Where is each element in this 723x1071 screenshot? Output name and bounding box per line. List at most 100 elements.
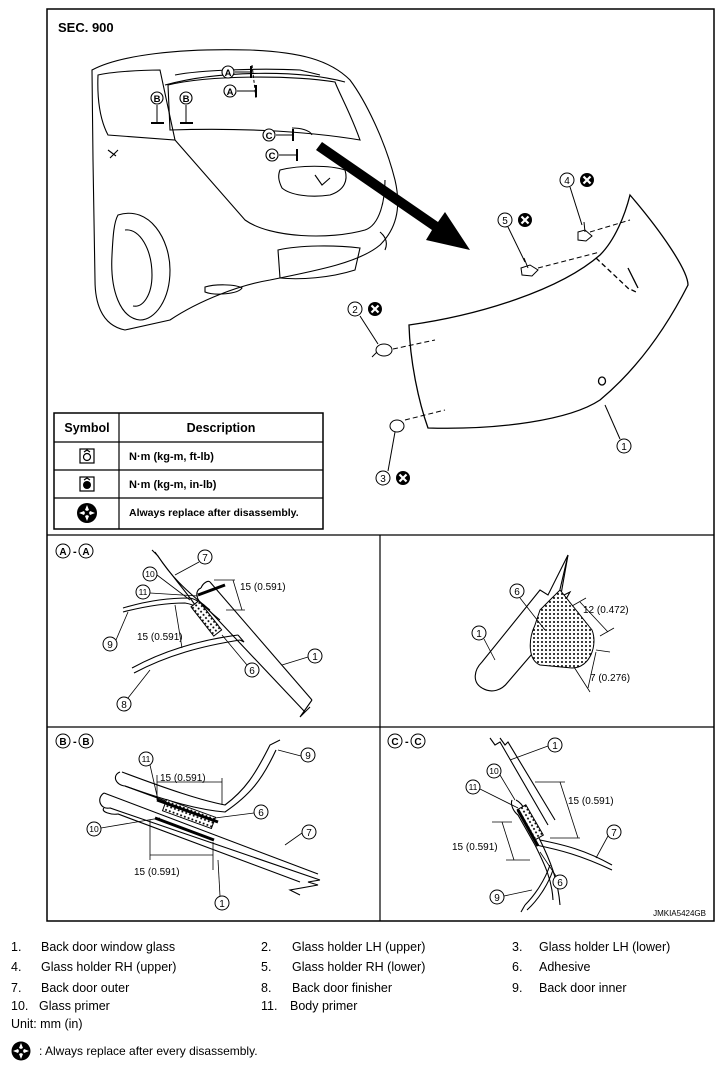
replace-part-icon (11, 1041, 31, 1061)
dimension-7-label: 7 (0.276) (590, 673, 630, 684)
primer-a (197, 583, 226, 597)
parts-c-c: 1 10 11 7 6 9 (465, 737, 622, 905)
callout-c-lower: C (265, 148, 298, 162)
replace-note: : Always replace after every disassembly… (11, 1041, 258, 1061)
table-row-2-description: N·m (kg-m, in-lb) (129, 479, 217, 491)
glass-holder-rh-upper (577, 219, 631, 242)
dimension-c-upper (535, 781, 580, 839)
replace-part-icon (77, 503, 97, 523)
service-diagram: SEC. 900 A A B B (46, 8, 715, 922)
dimension-12-label: 12 (0.472) (583, 605, 629, 616)
svg-text:7: 7 (202, 553, 208, 564)
view-a-a-label: A - A (55, 543, 94, 559)
symbol-table: Symbol Description N·m (kg-m, ft-lb) N·m… (53, 412, 324, 530)
figure-code: JMKIA5424GB (653, 909, 706, 918)
legend-item: 11.Body primer (261, 999, 358, 1013)
unit-label: Unit: mm (in) (11, 1017, 83, 1031)
view-c-c-label: C - C (387, 733, 426, 749)
svg-text:15 (0.591): 15 (0.591) (137, 632, 183, 643)
parts-a-a: 7 10 11 9 8 6 1 (102, 549, 323, 712)
section-label: SEC. 900 (58, 20, 114, 35)
cut-line-a (251, 64, 257, 99)
svg-text:15 (0.591): 15 (0.591) (240, 582, 286, 593)
dimension-b-lower (149, 820, 214, 870)
part-3-callout: 3 (375, 431, 412, 487)
svg-text:6: 6 (249, 666, 255, 677)
svg-text:6: 6 (514, 587, 520, 598)
svg-text:C: C (266, 131, 273, 142)
svg-text:1: 1 (621, 442, 627, 453)
svg-text:B: B (183, 94, 190, 105)
primer-b-lower (154, 816, 215, 842)
dimension-adhesive-12 (571, 597, 615, 637)
svg-text:A: A (227, 87, 234, 98)
svg-text:1: 1 (312, 652, 318, 663)
svg-text:2: 2 (352, 305, 358, 316)
svg-text:7: 7 (306, 828, 312, 839)
dimension-adhesive-7 (573, 649, 611, 693)
table-header-symbol: Symbol (64, 421, 109, 435)
adhesive-a (190, 600, 223, 637)
parts-b-b: 11 10 9 6 7 1 (86, 747, 317, 911)
dimension-a-15-lower: 15 (0.591) (137, 604, 183, 649)
glass-holder-rh-lower (520, 251, 601, 277)
callout-c-upper: C (262, 128, 294, 142)
svg-text:A: A (82, 547, 89, 558)
svg-text:B: B (59, 737, 66, 748)
legend-item: 4.Glass holder RH (upper) (11, 960, 177, 974)
svg-text:5: 5 (502, 216, 508, 227)
legend-item: 6.Adhesive (512, 960, 591, 974)
svg-text:9: 9 (107, 640, 113, 651)
callout-b-right: B (179, 91, 193, 124)
adhesive-bead (529, 589, 595, 669)
part-1-callout: 1 (604, 404, 632, 454)
svg-text:10: 10 (89, 824, 99, 834)
svg-text:-: - (405, 736, 409, 748)
svg-text:6: 6 (258, 808, 264, 819)
legend-item: 1.Back door window glass (11, 940, 176, 954)
section-b-b-drawing (99, 739, 321, 896)
view-b-b-label: B - B (55, 733, 94, 749)
callout-a-upper: A (221, 65, 252, 79)
parts-adhesive-detail: 6 1 (471, 583, 546, 661)
table-row-1-description: N·m (kg-m, ft-lb) (129, 451, 214, 463)
legend-item: 10.Glass primer (11, 999, 110, 1013)
primer-c (516, 809, 540, 847)
table-header-description: Description (187, 421, 256, 435)
svg-text:4: 4 (564, 176, 570, 187)
car-illustration (91, 49, 399, 331)
svg-text:11: 11 (139, 587, 148, 597)
legend-item: 2.Glass holder LH (upper) (261, 940, 426, 954)
legend-item: 9.Back door inner (512, 981, 627, 995)
svg-text:10: 10 (489, 766, 499, 776)
direction-arrow (316, 142, 470, 250)
dimension-c-upper-label: 15 (0.591) (568, 796, 614, 807)
legend-item: 5.Glass holder RH (lower) (261, 960, 426, 974)
table-row-3-description: Always replace after disassembly. (129, 507, 299, 519)
legend-item: 8.Back door finisher (261, 981, 393, 995)
svg-text:8: 8 (121, 700, 127, 711)
torque-in-lb-icon (79, 476, 95, 492)
svg-text:1: 1 (476, 629, 482, 640)
legend-item: 3.Glass holder LH (lower) (512, 940, 671, 954)
section-c-c-drawing (489, 737, 613, 913)
part-5-callout: 5 (497, 211, 534, 263)
dimension-c-lower-label: 15 (0.591) (452, 842, 498, 853)
glass-holder-lh-lower (389, 409, 446, 433)
svg-text:1: 1 (552, 741, 558, 752)
svg-text:A: A (225, 68, 232, 79)
svg-text:-: - (73, 736, 77, 748)
svg-text:1: 1 (219, 899, 225, 910)
svg-text:11: 11 (469, 782, 478, 792)
legend-item: 7.Back door outer (11, 981, 130, 995)
svg-text:9: 9 (494, 893, 500, 904)
dimension-b-upper-label: 15 (0.591) (160, 773, 206, 784)
callout-b-left: B (150, 91, 164, 124)
svg-text:9: 9 (305, 751, 311, 762)
dimension-a-15-upper: 15 (0.591) (214, 579, 286, 611)
cut-line-c (291, 127, 313, 136)
torque-ft-lb-icon (79, 448, 95, 464)
svg-text:6: 6 (557, 878, 563, 889)
replace-note-text: : Always replace after every disassembly… (39, 1044, 258, 1058)
primer-b-upper (156, 798, 219, 824)
